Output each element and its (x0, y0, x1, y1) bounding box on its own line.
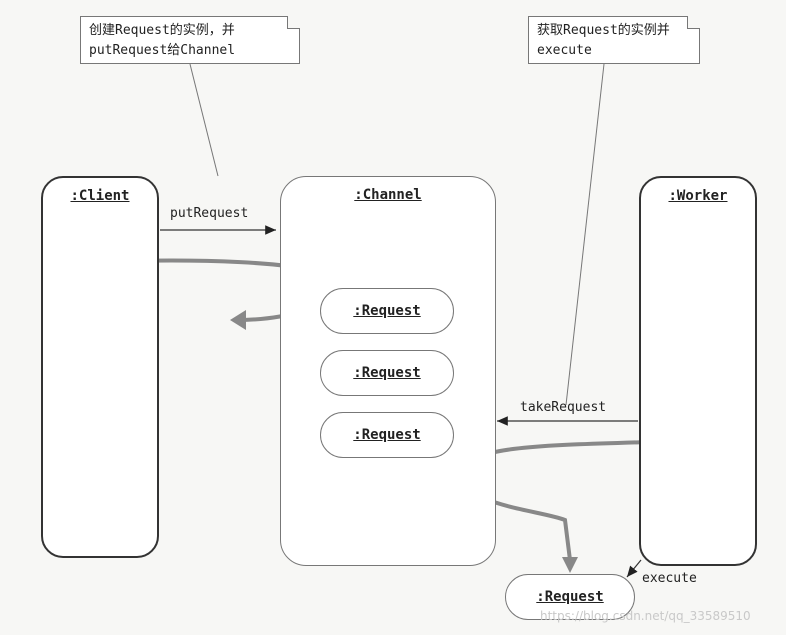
left-note-connector (189, 63, 219, 177)
channel-request-1: :Request (320, 288, 454, 334)
right-note: 获取Request的实例并 execute (528, 16, 700, 64)
client-title: :Client (70, 188, 130, 204)
right-note-line-1: 获取Request的实例并 (537, 23, 670, 38)
executed-request: :Request (505, 574, 635, 620)
worker-box: :Worker (639, 176, 757, 566)
client-box: :Client (41, 176, 159, 558)
left-note-line-1: 创建Request的实例，并 (89, 23, 235, 38)
left-note: 创建Request的实例，并 putRequest给Channel (80, 16, 300, 64)
client-flow-arrowhead (230, 310, 246, 330)
put-request-label: putRequest (170, 206, 249, 221)
worker-flow-arrowhead (562, 557, 578, 573)
take-request-label: takeRequest (520, 400, 607, 415)
note-fold (287, 16, 300, 29)
execute-arrow (626, 559, 642, 578)
right-note-connector (565, 63, 605, 406)
channel-request-2: :Request (320, 350, 454, 396)
left-note-line-2: putRequest给Channel (89, 43, 236, 58)
note-fold (687, 16, 700, 29)
execute-label: execute (642, 571, 697, 586)
channel-request-3: :Request (320, 412, 454, 458)
channel-title: :Channel (354, 187, 422, 203)
watermark: https://blog.csdn.net/qq_33589510 (540, 609, 751, 623)
worker-title: :Worker (668, 188, 728, 204)
right-note-line-2: execute (537, 43, 592, 58)
